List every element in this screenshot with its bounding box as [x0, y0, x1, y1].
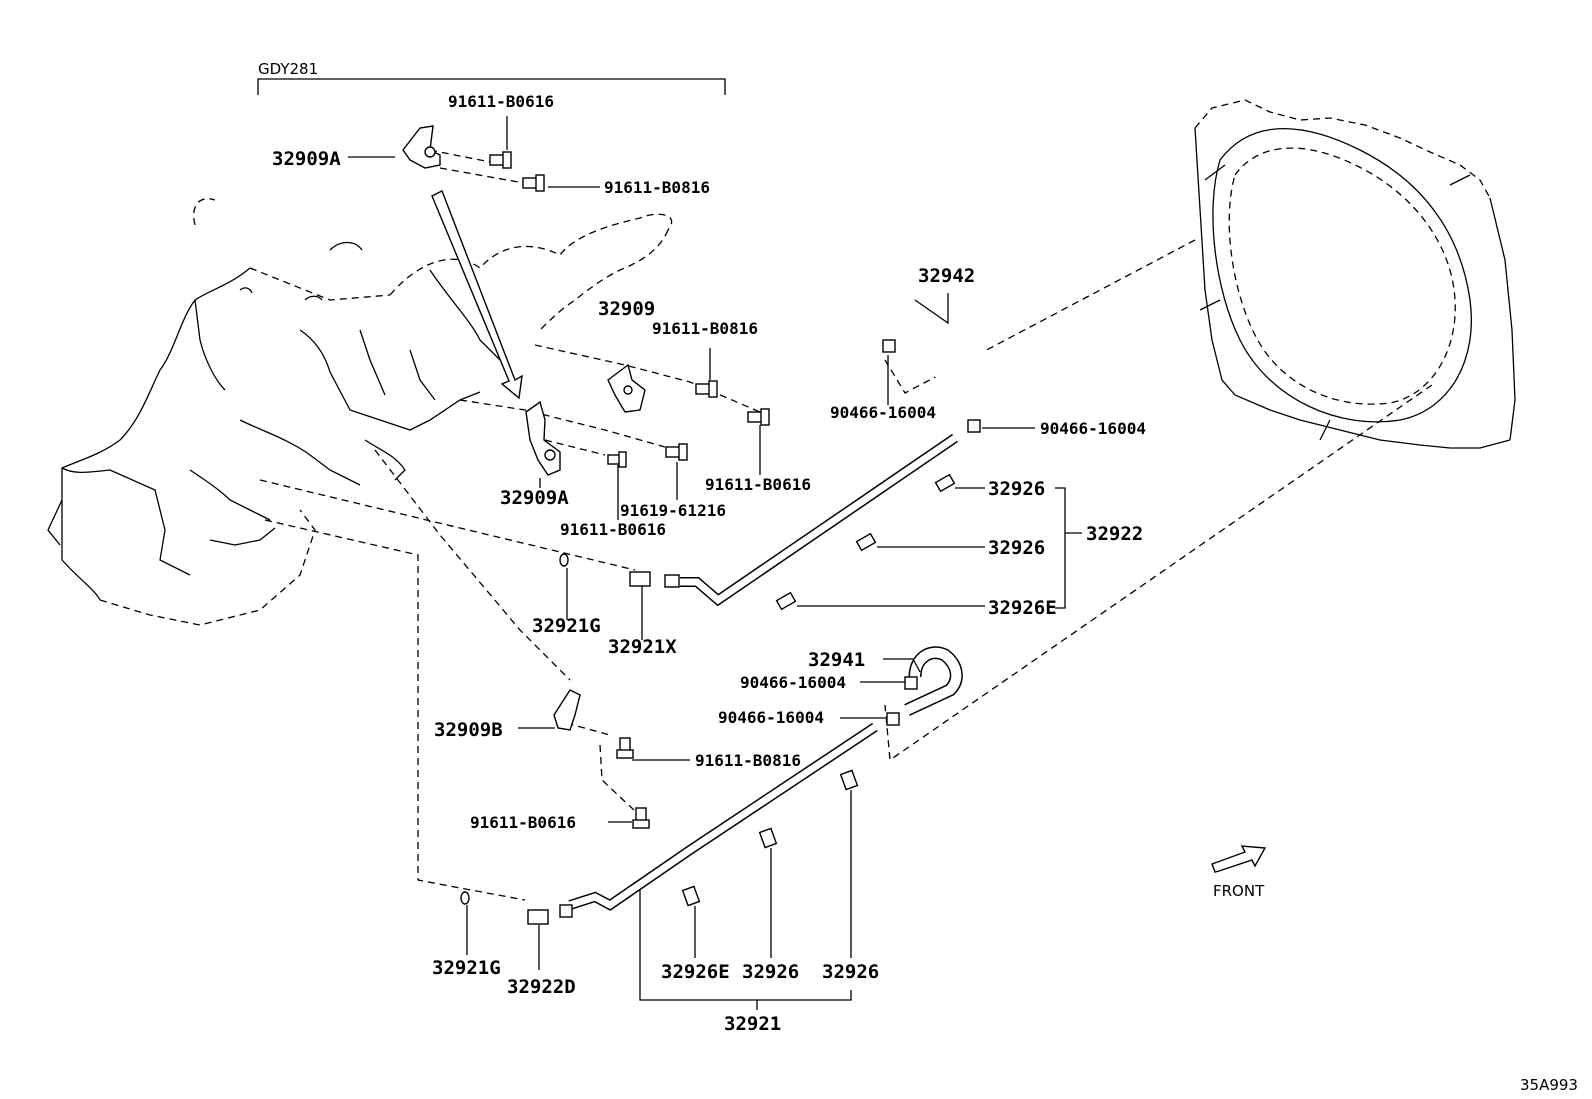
bracket-32909A-mid-part: [525, 400, 561, 476]
hose-32941-part: [904, 646, 963, 716]
gasket-32921G-lower-part: [460, 891, 470, 905]
label-32909B: 32909B: [434, 719, 503, 741]
label-91611-B0616-top: 91611-B0616: [448, 92, 554, 111]
label-90466-16004-c: 90466-16004: [740, 673, 846, 692]
bolt-mid-3: [607, 451, 627, 468]
label-32926-a: 32926: [988, 478, 1045, 500]
variant-label: GDY281: [258, 60, 318, 78]
union-32921X-part: [629, 571, 680, 588]
label-32926-c: 32926: [742, 961, 799, 983]
variant-bracket: GDY281: [257, 60, 726, 95]
tube-32922-part: [680, 433, 958, 607]
transmission-outline: [47, 198, 673, 626]
clamp-d-part: [886, 712, 900, 726]
diagram-code: 35A993: [1520, 1076, 1578, 1094]
direction-arrow: [431, 190, 523, 400]
bolt-low-2: [632, 807, 650, 829]
front-label: FRONT: [1213, 882, 1265, 900]
label-32922D: 32922D: [507, 976, 576, 998]
label-32922: 32922: [1086, 523, 1143, 545]
label-32909: 32909: [598, 298, 655, 320]
radiator-outline: [1194, 99, 1516, 449]
label-91611-B0816-mid: 91611-B0816: [652, 319, 758, 338]
label-32909A-top: 32909A: [272, 148, 341, 170]
label-90466-16004-b: 90466-16004: [1040, 419, 1146, 438]
label-32926-d: 32926: [822, 961, 879, 983]
bolt-mid-2: [747, 408, 770, 426]
bolt-mid-1: [695, 380, 718, 398]
sleeves-upper: [775, 473, 956, 611]
bolt-top-2: [522, 174, 545, 192]
label-91611-B0616-mid: 91611-B0616: [560, 520, 666, 539]
bracket-32909A-top-part: [402, 125, 441, 169]
clamp-b-part: [967, 419, 981, 433]
front-indicator: FRONT: [1211, 845, 1267, 900]
bracket-32909-part: [607, 363, 646, 413]
bolt-low-1: [616, 737, 634, 759]
label-32909A-mid: 32909A: [500, 487, 569, 509]
front-arrow-icon: [1211, 845, 1267, 873]
clamp-a-part: [882, 339, 896, 353]
part-labels: 91611-B0616 32909A 91611-B0816 32942 329…: [272, 92, 1146, 1035]
gasket-32921G-upper-part: [559, 553, 569, 567]
label-32921G-upper: 32921G: [532, 615, 601, 637]
label-32926-b: 32926: [988, 537, 1045, 559]
clamp-c-part: [904, 676, 918, 690]
tube-32921-part: [568, 722, 878, 911]
label-90466-16004-a: 90466-16004: [830, 403, 936, 422]
label-91611-B0816-low: 91611-B0816: [695, 751, 801, 770]
label-32926E-lower: 32926E: [661, 961, 730, 983]
label-90466-16004-d: 90466-16004: [718, 708, 824, 727]
label-32921: 32921: [724, 1013, 781, 1035]
label-91619-61216: 91619-61216: [620, 501, 726, 520]
label-32942: 32942: [918, 265, 975, 287]
sleeves-lower: [681, 769, 859, 907]
label-32926E-upper: 32926E: [988, 597, 1057, 619]
hose-32942-part: [859, 287, 1041, 423]
label-32941: 32941: [808, 649, 865, 671]
label-91611-B0616-low: 91611-B0616: [470, 813, 576, 832]
bolt-mid-4: [665, 443, 688, 461]
label-91611-B0816-top: 91611-B0816: [604, 178, 710, 197]
union-32922D-part: [527, 904, 573, 925]
bolt-top-1: [489, 151, 512, 169]
leader-lines: [348, 116, 1082, 1010]
label-32921G-lower: 32921G: [432, 957, 501, 979]
label-32921X: 32921X: [608, 636, 677, 658]
bracket-32909B-part: [553, 689, 581, 731]
label-91611-B0616-right: 91611-B0616: [705, 475, 811, 494]
assembly-lines: [259, 149, 1433, 901]
